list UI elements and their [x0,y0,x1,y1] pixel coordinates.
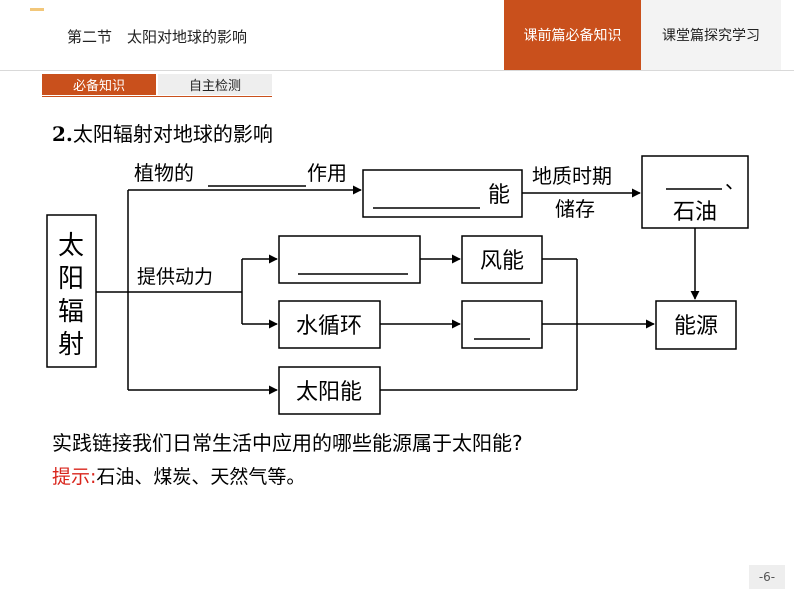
tab-inclass-inquiry[interactable]: 课堂篇探究学习 [641,0,781,70]
source-char-4: 射 [58,330,84,360]
subtab-self-check[interactable]: 自主检测 [158,74,272,95]
label-energy-source: 能源 [674,314,718,339]
label-action: 作用 [307,161,347,185]
label-water-cycle: 水循环 [296,314,362,339]
label-geologic: 地质时期 [532,164,612,188]
label-store: 储存 [555,197,595,221]
source-char-1: 太 [58,231,84,261]
label-energy-suffix: 能 [488,183,510,208]
box-solar-radiation [46,214,97,368]
page-number: -6- [749,565,785,589]
source-char-3: 辐 [58,297,84,327]
label-oil: 石油 [673,200,717,225]
box-blank-small [461,300,543,349]
label-wind: 风能 [480,249,524,274]
box-blank-mid [278,235,421,284]
subtab-essential-knowledge[interactable]: 必备知识 [42,74,156,95]
hint-label: 提示: [52,466,97,488]
tab-preclass-knowledge[interactable]: 课前篇必备知识 [504,0,641,70]
subtab-divider [42,96,272,97]
hint-text: 石油、煤炭、天然气等。 [96,466,306,488]
label-provide-power: 提供动力 [137,266,213,288]
source-char-2: 阳 [58,264,84,294]
heading-text: 太阳辐射对地球的影响 [72,122,273,146]
content-heading: 2.太阳辐射对地球的影响 [52,118,273,147]
label-oil-comma: 、 [725,169,745,193]
practice-question: 我们日常生活中应用的哪些能源属于太阳能? [132,431,523,455]
heading-number: 2. [52,122,73,146]
section-title: 第二节 太阳对地球的影响 [67,28,248,46]
practice-title: 实践链接 [52,431,132,455]
label-plant: 植物的 [134,161,194,185]
logo-mark [30,8,44,11]
label-solar-energy: 太阳能 [296,380,362,405]
box-energy-source [655,300,737,350]
practice-link: 实践链接我们日常生活中应用的哪些能源属于太阳能? [52,427,523,456]
hint-line: 提示:石油、煤炭、天然气等。 [52,462,305,489]
